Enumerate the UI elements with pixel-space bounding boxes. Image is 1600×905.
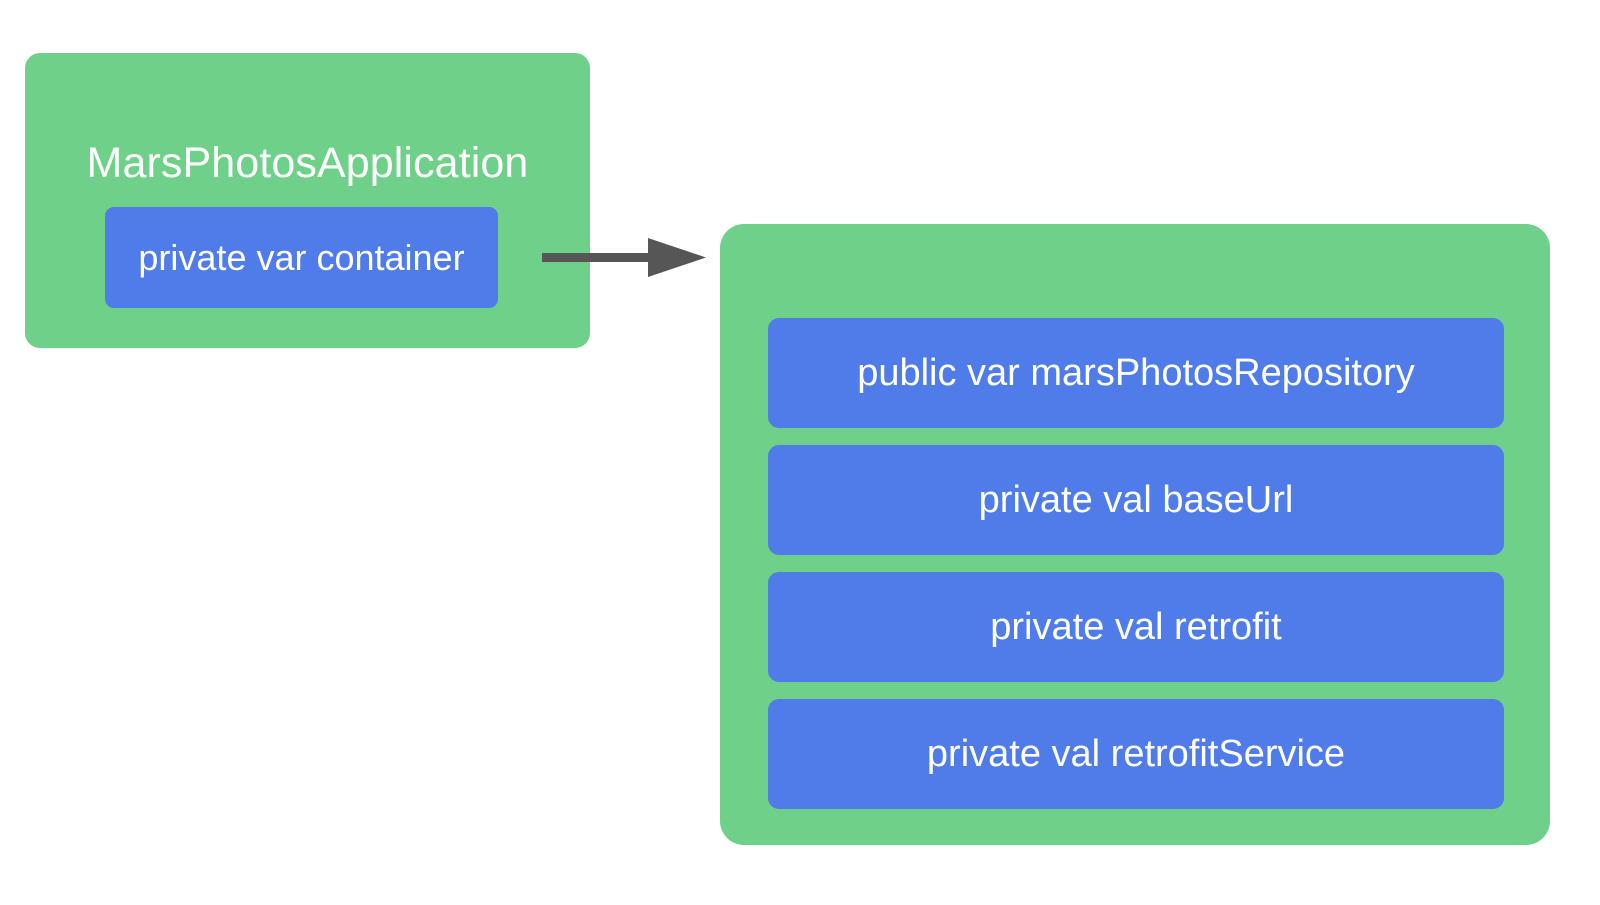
member-box-private-val-retrofit-service: private val retrofitService bbox=[768, 699, 1504, 809]
member-box-private-val-retrofit: private val retrofit bbox=[768, 572, 1504, 682]
member-box-private-var-container: private var container bbox=[105, 207, 498, 308]
member-box-public-var-mars-photos-repository: public var marsPhotosRepository bbox=[768, 318, 1504, 428]
class-title-mars-photos-application: MarsPhotosApplication bbox=[86, 139, 529, 187]
member-box-private-val-base-url: private val baseUrl bbox=[768, 445, 1504, 555]
arrow-right-icon bbox=[542, 238, 706, 277]
